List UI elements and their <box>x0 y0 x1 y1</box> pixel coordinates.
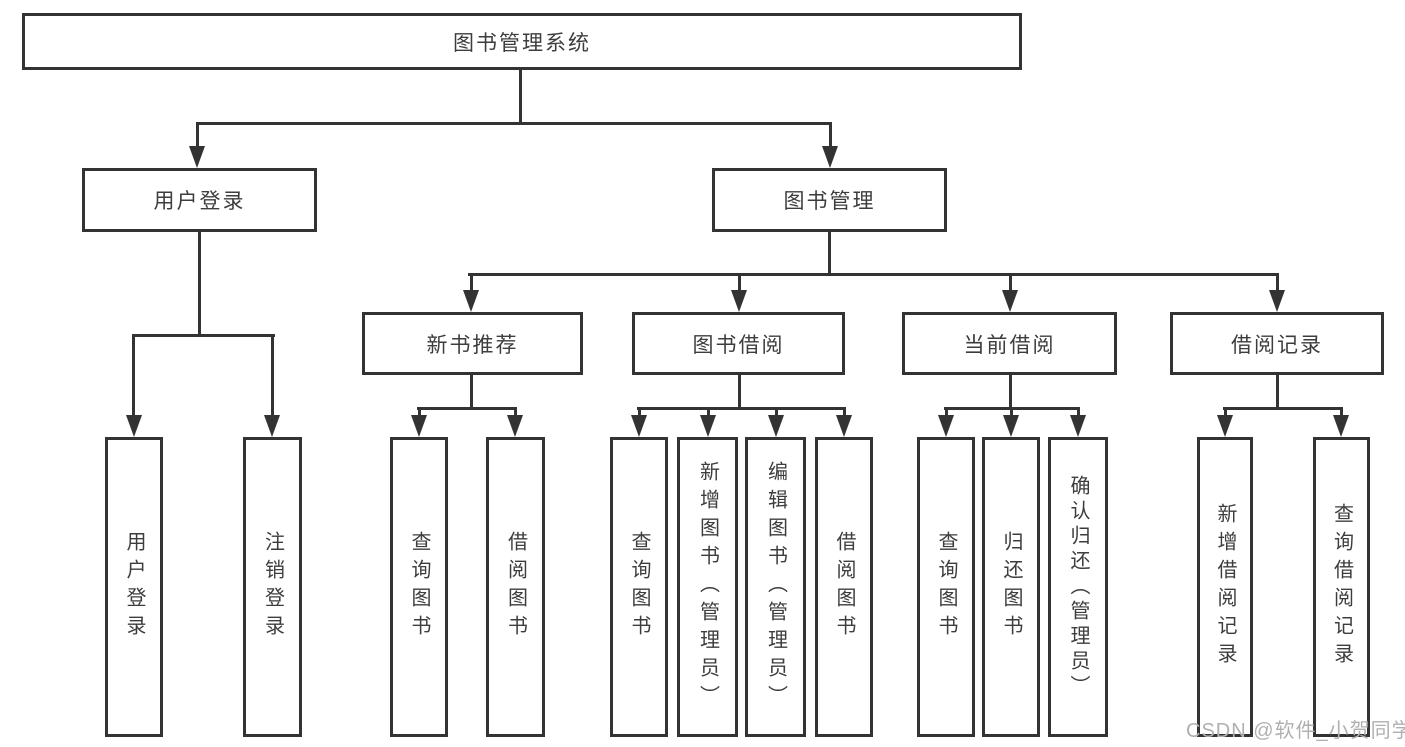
connector-line <box>196 122 832 125</box>
connector-line <box>945 407 948 416</box>
leaf-add-borrow-record: 新增借阅记录 <box>1197 437 1253 737</box>
arrowhead-down-icon <box>1002 290 1018 312</box>
leaf-edit-book-admin: 编辑图书（管理员） <box>745 437 806 737</box>
leaf-user-login: 用户登录 <box>105 437 163 737</box>
leaf-confirm-return-admin: 确认归还（管理员） <box>1048 437 1108 737</box>
connector-line <box>1276 375 1279 410</box>
connector-line <box>470 273 473 292</box>
node-new-book-recommend: 新书推荐 <box>362 312 583 375</box>
connector-line <box>828 232 831 276</box>
connector-line <box>132 334 135 416</box>
arrowhead-down-icon <box>822 146 838 168</box>
leaf-borrow-books-recommend: 借阅图书 <box>486 437 545 737</box>
node-label: 图书借阅 <box>692 333 785 357</box>
leaf-add-book-admin: 新增图书（管理员） <box>677 437 738 737</box>
arrowhead-down-icon <box>768 415 784 437</box>
node-label: 查询图书 <box>408 531 430 643</box>
connector-line <box>417 407 517 410</box>
connector-line <box>738 273 741 292</box>
connector-line <box>196 122 199 148</box>
connector-line <box>775 407 778 416</box>
connector-line <box>1009 273 1012 292</box>
connector-line <box>843 407 846 416</box>
connector-line <box>198 232 201 337</box>
node-label: 借阅图书 <box>833 531 855 643</box>
node-label: 当前借阅 <box>963 333 1056 357</box>
node-label: 图书管理系统 <box>453 31 591 55</box>
node-label: 注销登录 <box>261 531 284 643</box>
leaf-return-book: 归还图书 <box>982 437 1040 737</box>
arrowhead-down-icon <box>731 290 747 312</box>
node-label: 新增借阅记录 <box>1214 503 1236 671</box>
connector-line <box>519 70 522 125</box>
arrowhead-down-icon <box>463 290 479 312</box>
leaf-logout: 注销登录 <box>243 437 302 737</box>
connector-line <box>514 407 517 416</box>
arrowhead-down-icon <box>1070 415 1086 437</box>
arrowhead-down-icon <box>700 415 716 437</box>
connector-line <box>468 273 1279 276</box>
node-label: 借阅记录 <box>1231 333 1323 357</box>
connector-line <box>271 334 274 416</box>
node-label: 新增图书（管理员） <box>696 461 719 713</box>
connector-line <box>418 407 421 416</box>
connector-line <box>1077 407 1080 416</box>
node-label: 用户登录 <box>123 531 145 643</box>
arrowhead-down-icon <box>631 415 647 437</box>
arrowhead-down-icon <box>1269 290 1285 312</box>
connector-line <box>1340 407 1343 416</box>
arrowhead-down-icon <box>507 415 523 437</box>
arrowhead-down-icon <box>1333 415 1349 437</box>
arrowhead-down-icon <box>1217 415 1233 437</box>
connector-line <box>638 407 641 416</box>
arrowhead-down-icon <box>1003 415 1019 437</box>
node-label: 编辑图书（管理员） <box>764 461 787 713</box>
node-book-borrowing: 图书借阅 <box>632 312 845 375</box>
leaf-borrow-books: 借阅图书 <box>815 437 873 737</box>
connector-line <box>1010 407 1013 416</box>
connector-line <box>470 375 473 410</box>
arrowhead-down-icon <box>126 415 142 437</box>
connector-line <box>707 407 710 416</box>
leaf-query-borrow-record: 查询借阅记录 <box>1313 437 1370 737</box>
connector-line <box>1223 407 1343 410</box>
node-label: 归还图书 <box>1000 531 1022 643</box>
connector-line <box>637 407 846 410</box>
connector-line <box>738 375 741 410</box>
leaf-query-books-borrowing: 查询图书 <box>610 437 668 737</box>
leaf-query-books-current: 查询图书 <box>917 437 975 737</box>
node-label: 查询图书 <box>935 531 957 643</box>
connector-line <box>1276 273 1279 292</box>
node-label: 新书推荐 <box>426 333 519 357</box>
connector-line <box>1009 375 1012 410</box>
node-label: 用户登录 <box>153 190 246 213</box>
arrowhead-down-icon <box>189 146 205 168</box>
arrowhead-down-icon <box>411 415 427 437</box>
node-label: 查询图书 <box>628 531 650 643</box>
leaf-query-books-recommend: 查询图书 <box>390 437 448 737</box>
node-borrowing-records: 借阅记录 <box>1170 312 1384 375</box>
node-label: 查询借阅记录 <box>1330 503 1353 671</box>
node-user-login: 用户登录 <box>82 168 317 232</box>
node-current-borrowing: 当前借阅 <box>902 312 1117 375</box>
node-label: 确认归还（管理员） <box>1067 474 1089 700</box>
connector-line <box>1224 407 1227 416</box>
connector-line <box>132 334 275 337</box>
node-library-management-system: 图书管理系统 <box>22 13 1022 70</box>
arrowhead-down-icon <box>264 415 280 437</box>
watermark: CSDN @软件_小贺同学 <box>1186 720 1405 742</box>
connector-line <box>829 122 832 148</box>
arrowhead-down-icon <box>836 415 852 437</box>
node-label: 图书管理 <box>783 190 876 213</box>
node-label: 借阅图书 <box>504 531 527 643</box>
arrowhead-down-icon <box>938 415 954 437</box>
node-book-management: 图书管理 <box>712 168 947 232</box>
